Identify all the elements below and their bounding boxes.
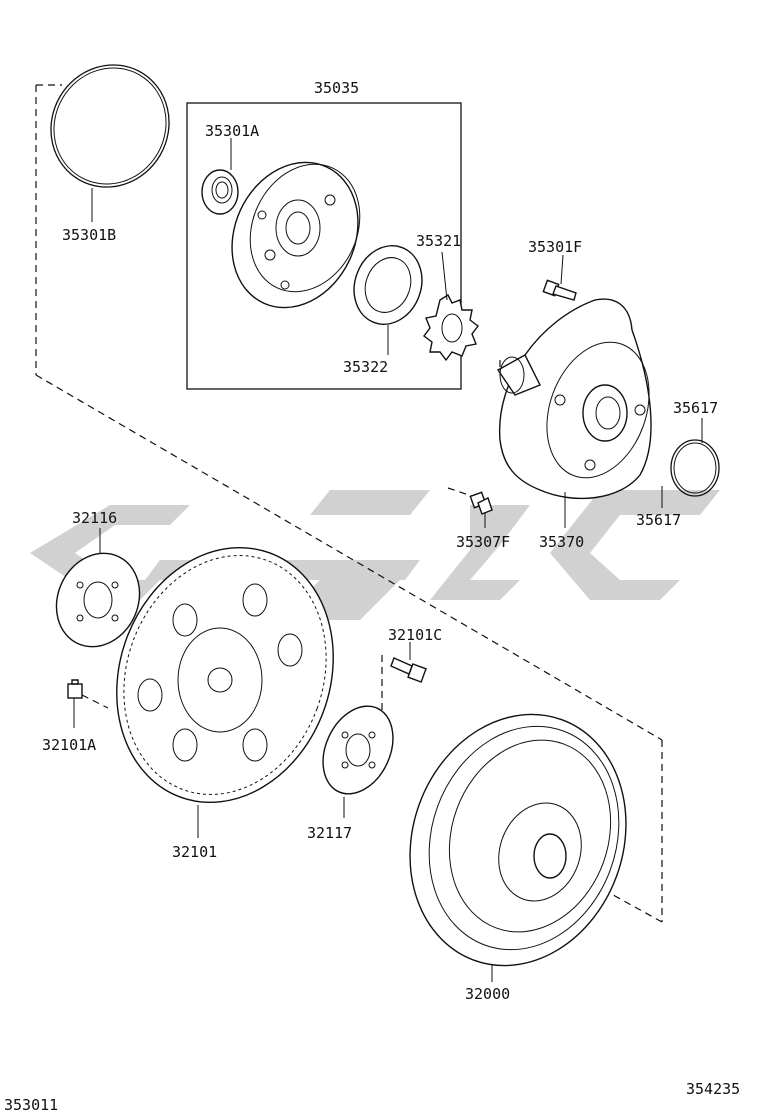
- drive-gear-35321: [423, 293, 479, 362]
- kit-box-35035: [186, 102, 462, 390]
- o-ring-35301B: [50, 64, 170, 188]
- leader-lines: [73, 138, 703, 982]
- figure-ref-left: 353011: [4, 1096, 58, 1112]
- label-32000: 32000: [465, 985, 510, 1003]
- label-35617-upper: 35617: [673, 399, 718, 417]
- bolt-32101C: [390, 657, 427, 683]
- oil-seal-35301A: [201, 169, 239, 215]
- label-35370: 35370: [539, 533, 584, 551]
- label-32116: 32116: [72, 509, 117, 527]
- bolt-35307F: [469, 491, 493, 515]
- label-35322: 35322: [343, 358, 388, 376]
- label-35035: 35035: [314, 79, 359, 97]
- seal-rings-35617: [670, 439, 720, 497]
- label-35301F: 35301F: [528, 238, 582, 256]
- part-labels: 35035 35301A 35301B 35321 35322 35301F 3…: [42, 79, 718, 1003]
- label-32101A: 32101A: [42, 736, 96, 754]
- bolt-35301F: [542, 279, 577, 301]
- pump-body: [231, 161, 361, 309]
- front-pump-assembly-35370: [496, 298, 652, 500]
- label-32101: 32101: [172, 843, 217, 861]
- label-35301A: 35301A: [205, 122, 259, 140]
- label-35301B: 35301B: [62, 226, 116, 244]
- driven-gear-35322: [353, 245, 423, 325]
- label-35307F: 35307F: [456, 533, 510, 551]
- label-35321: 35321: [416, 232, 461, 250]
- label-32117: 32117: [307, 824, 352, 842]
- spacer-32116: [55, 552, 141, 648]
- label-35617-lower: 35617: [636, 511, 681, 529]
- spacer-32117: [322, 705, 394, 795]
- figure-ref-right: 354235: [686, 1080, 740, 1098]
- label-32101C: 32101C: [388, 626, 442, 644]
- torque-converter-32000: [409, 713, 627, 967]
- drive-plate-32101: [116, 546, 334, 804]
- bolt-32101A: [67, 679, 83, 699]
